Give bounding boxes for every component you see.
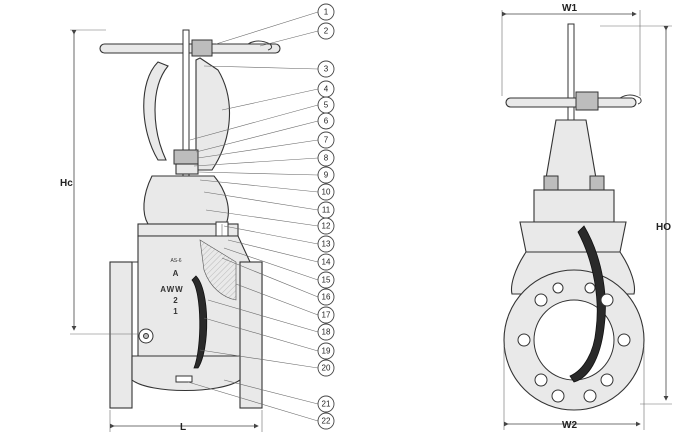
callout-13: 13: [317, 235, 335, 253]
svg-text:22: 22: [322, 417, 331, 426]
callout-11: 11: [317, 201, 335, 219]
svg-text:20: 20: [322, 364, 331, 373]
callout-4: 4: [317, 80, 335, 98]
yoke-right: [195, 57, 231, 171]
svg-text:12: 12: [322, 222, 331, 231]
svg-text:4: 4: [324, 85, 329, 94]
side-stem-nut: [575, 91, 599, 111]
svg-text:6: 6: [324, 117, 329, 126]
callout-21: 21: [317, 395, 335, 413]
callout-16: 16: [317, 288, 335, 306]
svg-text:15: 15: [322, 276, 331, 285]
callout-2: 2: [317, 22, 335, 40]
gland: [173, 149, 199, 165]
callout-20: 20: [317, 359, 335, 377]
dimension-hc-label: Hc: [60, 178, 73, 189]
side-view: [503, 23, 645, 411]
svg-text:13: 13: [322, 240, 331, 249]
packing-box: [175, 163, 199, 175]
right-flange: [239, 261, 263, 409]
casting-number-a: 2: [173, 296, 178, 305]
callout-5: 5: [317, 96, 335, 114]
svg-text:11: 11: [322, 206, 331, 215]
svg-text:16: 16: [322, 293, 331, 302]
dimension-ho-label: HO: [656, 222, 671, 233]
casting-number-b: 1: [173, 307, 178, 316]
svg-text:1: 1: [324, 8, 329, 17]
callout-10: 10: [317, 183, 335, 201]
callout-7: 7: [317, 131, 335, 149]
svg-text:2: 2: [324, 27, 329, 36]
dimension-l-label: L: [180, 422, 186, 433]
svg-text:8: 8: [324, 154, 329, 163]
callout-12: 12: [317, 217, 335, 235]
callout-22: 22: [317, 412, 335, 430]
casting-size-mark: AS-6: [170, 258, 181, 264]
svg-text:19: 19: [322, 347, 331, 356]
dimension-w1-label: W1: [562, 3, 577, 14]
callout-column: 1 2 3 4 5 6 7 8 9 10 11 12 13 14 15 16 1…: [317, 3, 335, 430]
dimension-hc: [70, 29, 140, 335]
callout-14: 14: [317, 253, 335, 271]
svg-text:17: 17: [322, 311, 331, 320]
gate-wedge: [191, 275, 208, 369]
nameplate: [175, 375, 193, 383]
callout-19: 19: [317, 342, 335, 360]
front-section-view: A AS-6 AWW 2 1: [99, 29, 281, 409]
svg-text:3: 3: [324, 65, 329, 74]
svg-text:5: 5: [324, 101, 329, 110]
dimension-l: [109, 410, 263, 432]
dimension-w2-label: W2: [562, 420, 577, 431]
left-flange: [109, 261, 133, 409]
section-hatch: [199, 239, 237, 301]
svg-text:9: 9: [324, 171, 329, 180]
callout-1: 1: [317, 3, 335, 21]
svg-text:18: 18: [322, 328, 331, 337]
svg-text:10: 10: [322, 188, 331, 197]
bonnet: [143, 175, 229, 225]
callout-15: 15: [317, 271, 335, 289]
callout-8: 8: [317, 149, 335, 167]
svg-text:14: 14: [322, 258, 331, 267]
callout-18: 18: [317, 323, 335, 341]
dimension-w2: [503, 346, 645, 430]
callout-3: 3: [317, 60, 335, 78]
yoke-left: [143, 61, 169, 161]
handwheel: [99, 39, 281, 57]
dimension-w1: [501, 10, 641, 96]
casting-standard: AWW: [160, 285, 183, 294]
side-handwheel: [505, 97, 637, 108]
body-bottom: [131, 355, 241, 391]
callout-6: 6: [317, 112, 335, 130]
svg-text:21: 21: [322, 400, 331, 409]
dimension-ho: [600, 25, 672, 405]
callout-17: 17: [317, 306, 335, 324]
svg-text:7: 7: [324, 136, 329, 145]
casting-logo: A: [173, 269, 180, 278]
leader-lines: [187, 11, 319, 422]
callout-9: 9: [317, 166, 335, 184]
side-bolt-right: [589, 175, 605, 191]
side-bonnet: [533, 189, 615, 223]
side-bolt-left: [543, 175, 559, 191]
side-bonnet-flange: [519, 221, 627, 253]
